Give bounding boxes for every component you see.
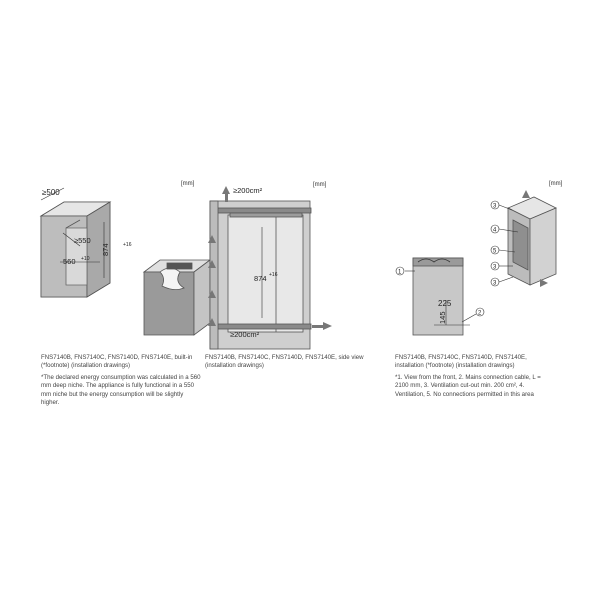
callout-2-front: 2 [478,311,482,317]
dim-width: ≥500 [42,188,60,197]
dim-225: 225 [438,299,452,308]
dim-niche-tolerance: +10 [81,256,90,262]
callout-1-front: 1 [398,270,402,276]
unit-label-panel1: [mm] [181,181,195,187]
dim-height: 874 [101,243,110,256]
callout-4: 4 [493,228,497,234]
dim-side-height-tolerance: +16 [269,272,278,278]
caption-panel1-title: FNS7140B, FNS7140C, FNS7140D, FNS7140E, … [41,354,193,370]
caption-panel3-note: *1. View from the front, 2. Mains connec… [395,374,541,398]
dim-depth: ≥550 [74,236,91,245]
callout-3-bottom: 3 [493,281,497,287]
callout-3-top: 3 [493,204,497,210]
unit-label-panel3: [mm] [549,181,563,187]
dim-vent-bottom: ≥200cm² [230,330,260,339]
dim-vent-top: ≥200cm² [233,186,263,195]
caption-panel3-title: FNS7140B, FNS7140C, FNS7140D, FNS7140E, … [395,354,527,370]
dim-niche: 560 [63,257,76,266]
unit-label-panel2: [mm] [313,182,327,188]
caption-panel2-title: FNS7140B, FNS7140C, FNS7140D, FNS7140E, … [205,354,364,370]
dim-145: 145 [438,311,447,324]
caption-panel1-note: *The declared energy consumption was cal… [41,374,201,407]
dim-height-tolerance: +16 [123,242,132,248]
callout-5: 5 [493,249,497,255]
callout-3-mid: 3 [493,265,497,271]
dim-side-height: 874 [254,274,267,283]
